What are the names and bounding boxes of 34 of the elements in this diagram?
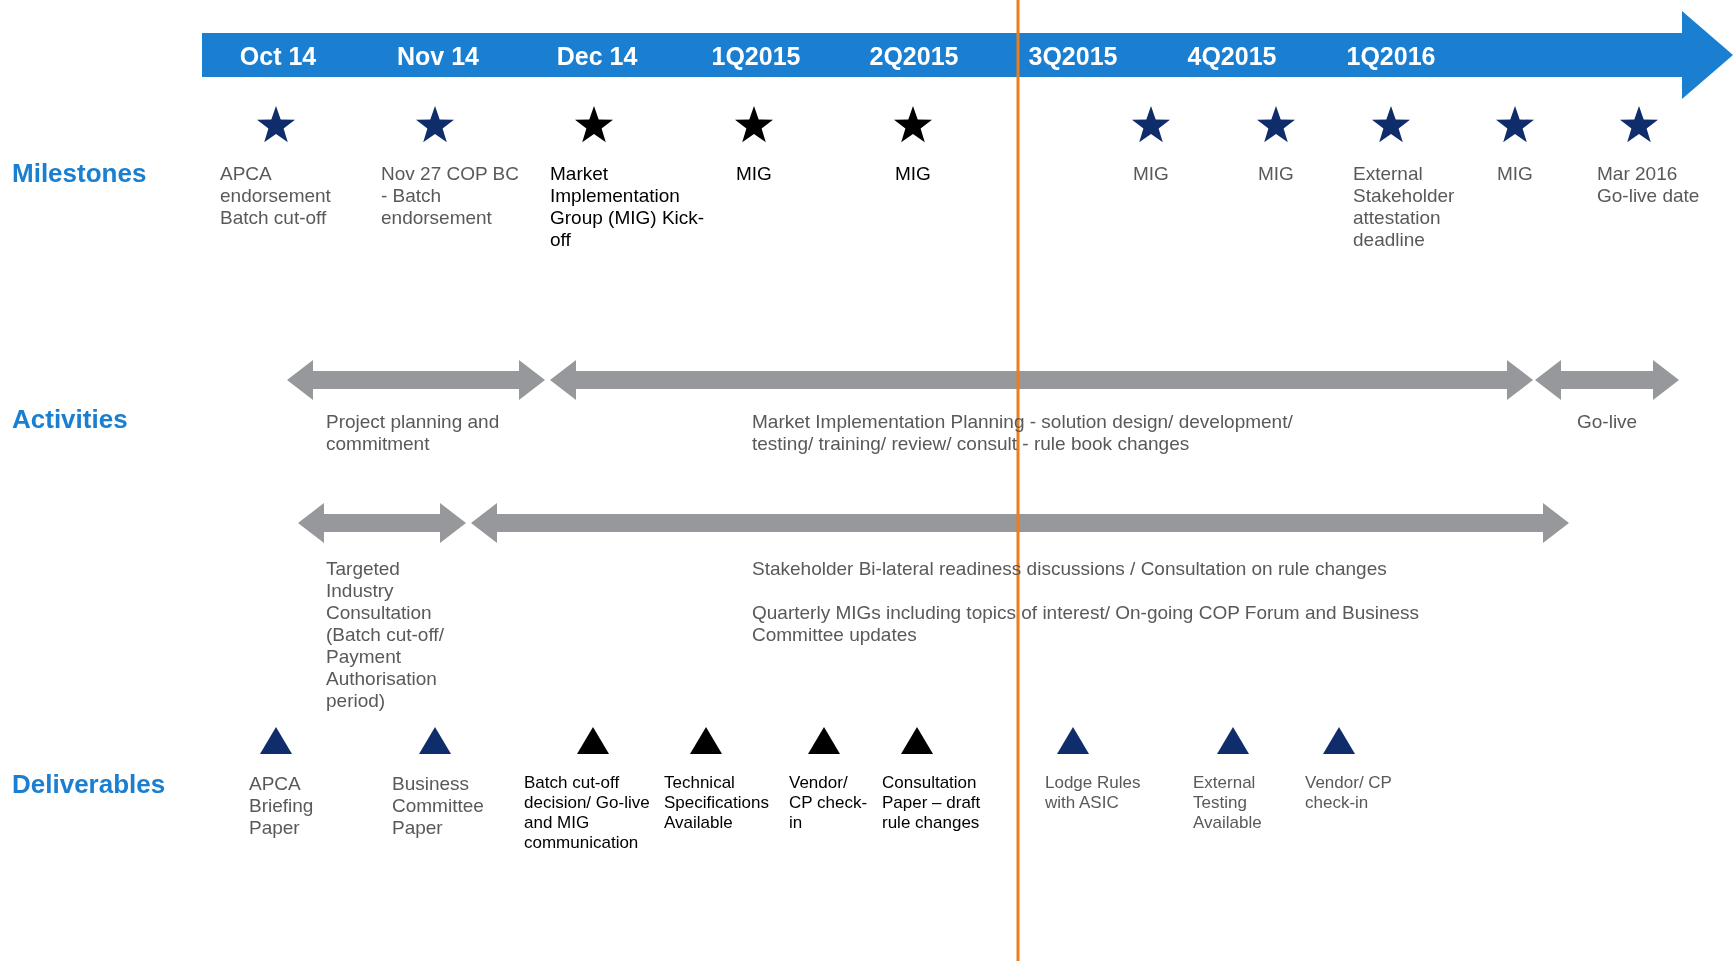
milestone-text: MIG xyxy=(1258,163,1295,185)
period-label: Dec 14 xyxy=(556,41,638,71)
period-label: Nov 14 xyxy=(397,41,479,71)
deliverable-text: Lodge Rules with ASIC xyxy=(1045,773,1142,813)
activity-text: Go-live xyxy=(1577,411,1639,433)
row-heading: Milestones xyxy=(12,162,147,184)
milestone-text: External Stakeholder attestation deadline xyxy=(1353,163,1456,251)
milestone-text: MIG xyxy=(1133,163,1170,185)
row-heading: Activities xyxy=(12,408,128,430)
milestone-text: MIG xyxy=(1497,163,1534,185)
milestone-text: MIG xyxy=(736,163,773,185)
activity-text: Quarterly MIGs including topics of interest/ On-going COP Forum and Business Committee updates xyxy=(752,602,1421,646)
row-heading: Deliverables xyxy=(12,773,166,795)
activity-text: Targeted Industry Consultation (Batch cut-off/ Payment Authorisation period) xyxy=(326,558,445,712)
deliverable-text: Vendor/ CP check-in xyxy=(1305,773,1393,813)
deliverable-text: Batch cut-off decision/ Go-live and MIG communication xyxy=(524,773,651,853)
milestone-text: Mar 2016 Go-live date xyxy=(1597,163,1701,207)
period-label: 1Q2016 xyxy=(1346,41,1436,71)
deliverable-text: Consultation Paper – draft rule changes xyxy=(882,773,982,833)
milestone-text: Market Implementation Group (MIG) Kick-off xyxy=(550,163,706,251)
deliverable-text: Technical Specifications Available xyxy=(664,773,770,833)
milestone-text: MIG xyxy=(895,163,932,185)
milestone-text: Nov 27 COP BC - Batch endorsement xyxy=(381,163,520,229)
deliverable-text: APCA Briefing Paper xyxy=(249,773,315,839)
deliverable-text: Business Committee Paper xyxy=(392,773,485,839)
period-label: 4Q2015 xyxy=(1187,41,1277,71)
activity-text: Project planning and commitment xyxy=(326,411,501,455)
period-label: Oct 14 xyxy=(239,41,317,71)
period-label: 1Q2015 xyxy=(711,41,801,71)
period-label: 3Q2015 xyxy=(1028,41,1118,71)
period-label: 2Q2015 xyxy=(869,41,959,71)
deliverable-text: Vendor/ CP check-in xyxy=(789,773,869,833)
deliverable-text: External Testing Available xyxy=(1193,773,1263,833)
milestone-text: APCA endorsement Batch cut-off xyxy=(220,163,332,229)
